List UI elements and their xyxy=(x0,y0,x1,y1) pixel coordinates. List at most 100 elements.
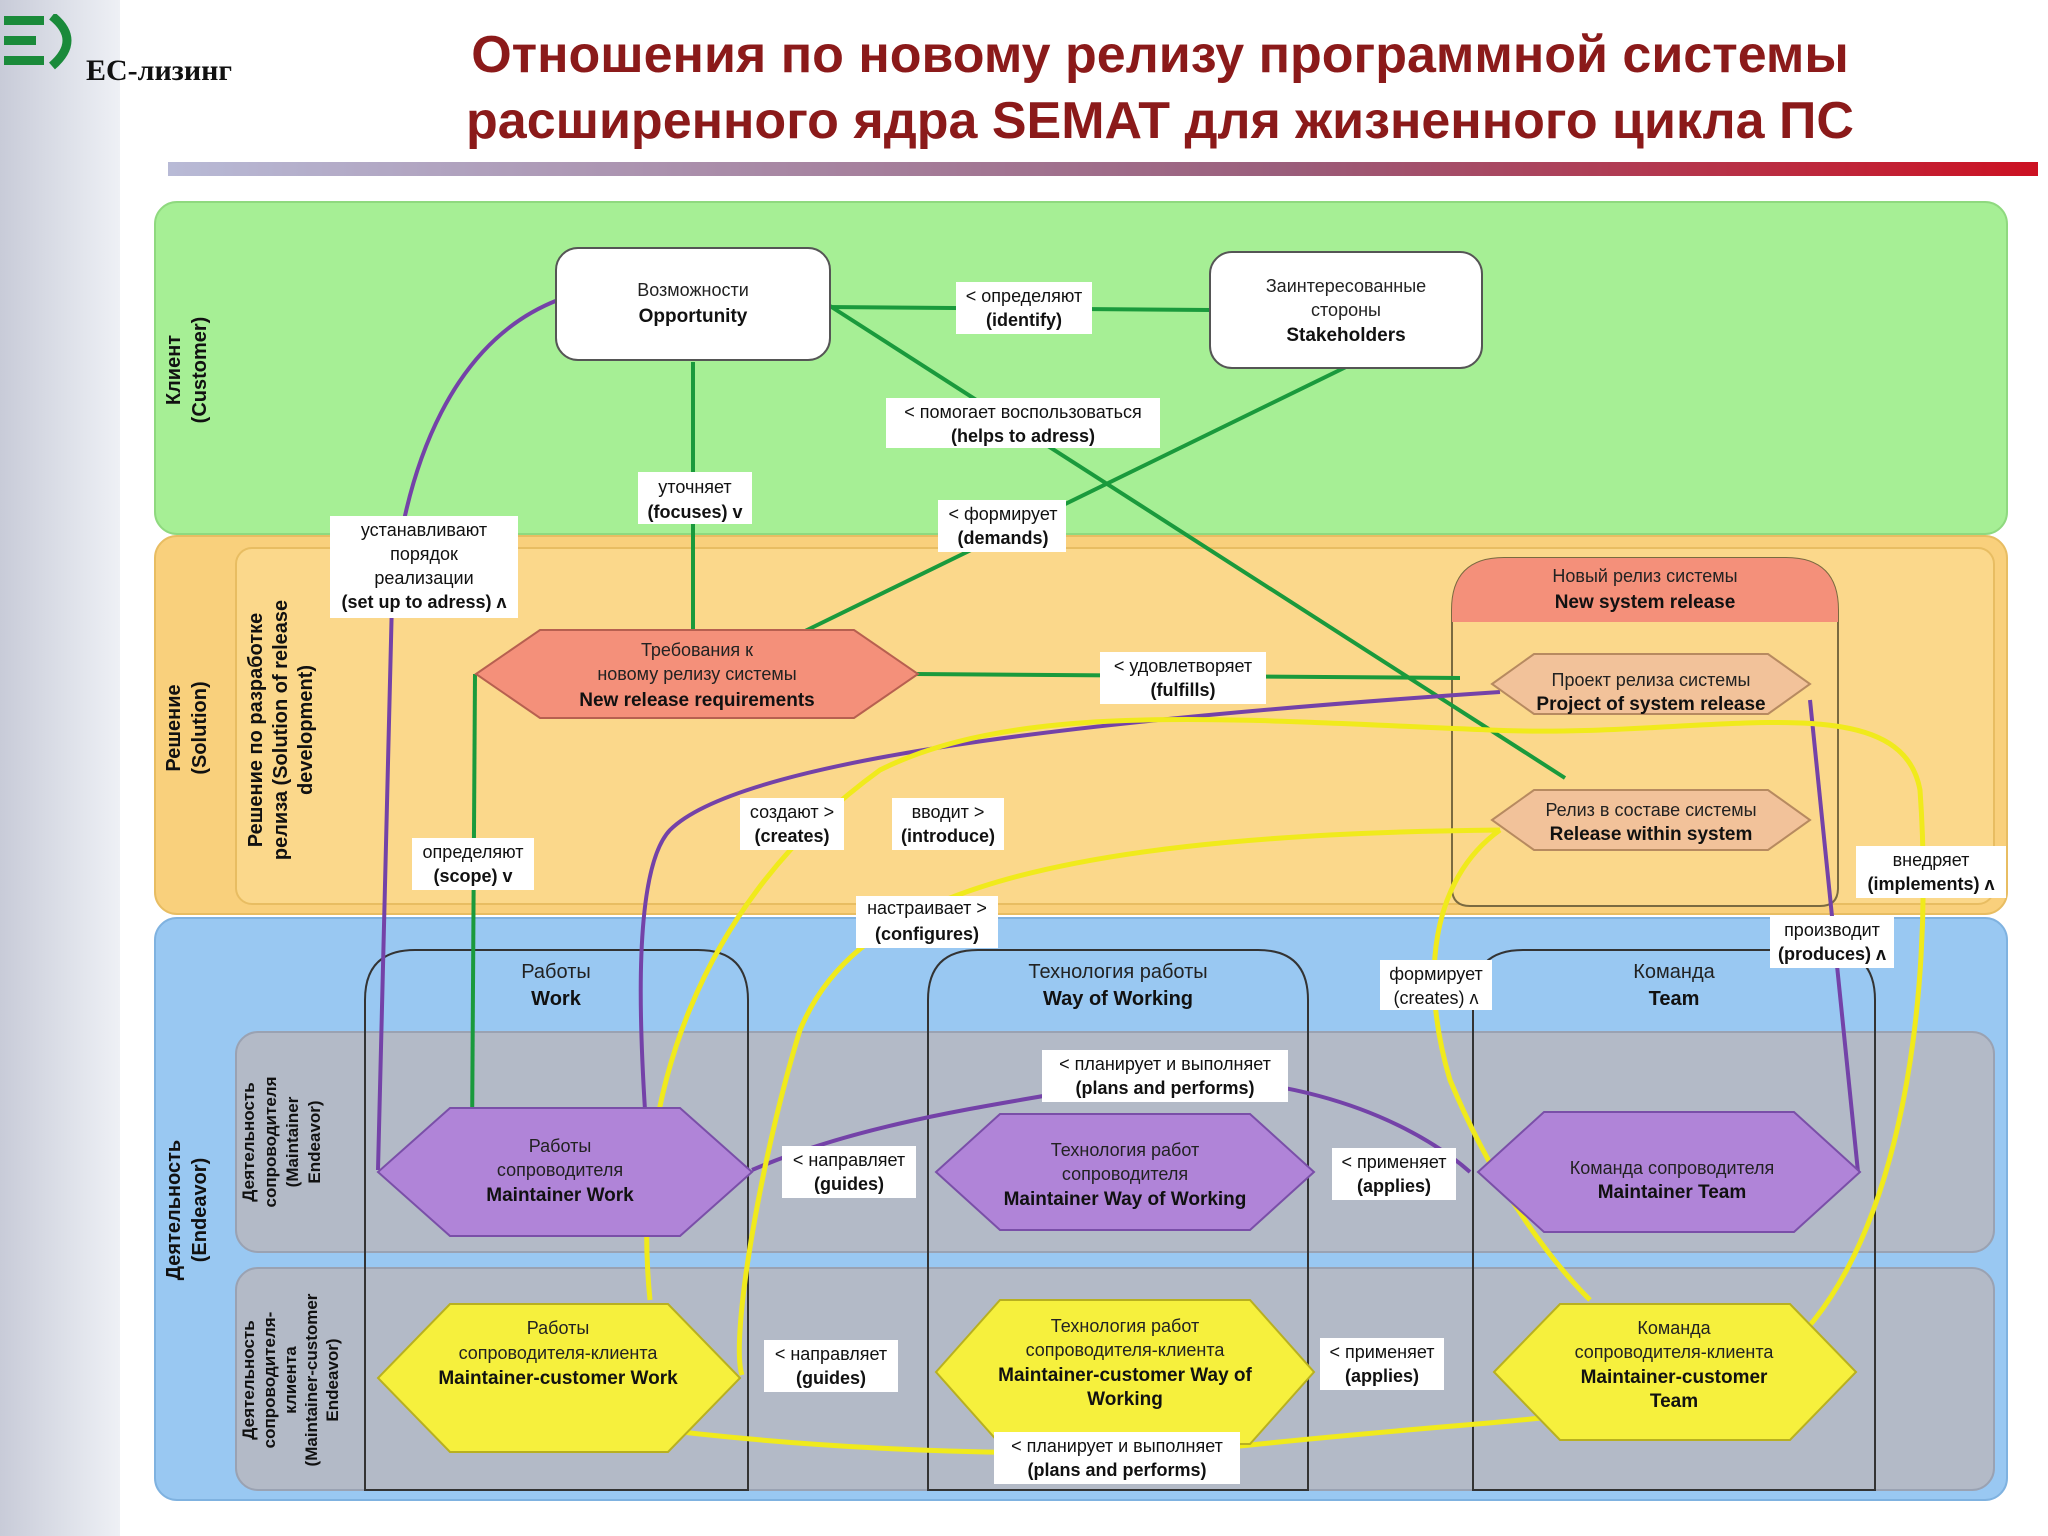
svg-text:< помогает воспользоваться: < помогает воспользоваться xyxy=(904,402,1142,422)
svg-text:(plans and performs): (plans and performs) xyxy=(1027,1460,1206,1480)
endeavor-band-ru: Деятельность xyxy=(163,1140,185,1280)
way-column-en: Way of Working xyxy=(1043,988,1193,1010)
maint-endeavor-line3: (Maintainer xyxy=(283,1096,302,1187)
maint-work-ru1: Работы xyxy=(529,1136,592,1156)
page-title: Отношения по новому релизу программной с… xyxy=(280,22,2040,154)
label-guides-1: < направляет (guides) xyxy=(782,1146,916,1198)
label-implements: внедряет (implements) ʌ xyxy=(1856,846,2006,898)
svg-text:< определяют: < определяют xyxy=(966,286,1082,306)
mc-work-node xyxy=(376,1303,742,1453)
svg-text:< направляет: < направляет xyxy=(775,1344,887,1364)
svg-text:внедряет: внедряет xyxy=(1893,850,1970,870)
mc-endeavor-line1: Деятельность xyxy=(239,1320,258,1439)
svg-text:устанавливают: устанавливают xyxy=(361,520,487,540)
maintainer-team-node xyxy=(1476,1111,1862,1233)
title-line-1: Отношения по новому релизу программной с… xyxy=(471,26,1849,84)
new-release-ru: Новый релиз системы xyxy=(1552,566,1737,586)
customer-band-ru: Клиент xyxy=(163,335,185,405)
solution-band-ru: Решение xyxy=(163,684,185,771)
maint-work-ru2: сопроводителя xyxy=(497,1160,623,1180)
requirements-ru2: новому релизу системы xyxy=(597,664,796,684)
mc-endeavor-line4: (Maintainer-customer xyxy=(302,1293,321,1466)
maint-way-ru1: Технология работ xyxy=(1051,1140,1199,1160)
maintainer-way-node xyxy=(934,1113,1316,1231)
mc-work-en: Maintainer-customer Work xyxy=(438,1368,678,1389)
release-within-node xyxy=(1490,789,1812,851)
mc-team-en2: Team xyxy=(1650,1391,1698,1412)
solution-dev-line2: релиза (Solution of release xyxy=(270,600,292,860)
mc-endeavor-line5: Endeavor) xyxy=(323,1338,342,1421)
release-within-en: Release within system xyxy=(1550,824,1753,845)
requirements-en: New release requirements xyxy=(579,690,815,711)
mc-team-ru1: Команда xyxy=(1637,1318,1711,1338)
svg-text:(implements) ʌ: (implements) ʌ xyxy=(1867,874,1994,894)
svg-text:уточняет: уточняет xyxy=(658,477,731,497)
svg-text:(fulfills): (fulfills) xyxy=(1151,680,1216,700)
mc-way-ru1: Технология работ xyxy=(1051,1316,1199,1336)
maint-work-en: Maintainer Work xyxy=(486,1185,634,1206)
label-plans-2: < планирует и выполняет (plans and perfo… xyxy=(994,1432,1240,1484)
label-identify: < определяют (identify) xyxy=(956,282,1092,334)
customer-band xyxy=(154,201,2008,535)
svg-text:< применяет: < применяет xyxy=(1341,1152,1446,1172)
requirements-node xyxy=(474,629,920,719)
svg-text:< планирует и выполняет: < планирует и выполняет xyxy=(1059,1054,1271,1074)
label-guides-2: < направляет (guides) xyxy=(764,1340,898,1392)
mc-work-ru1: Работы xyxy=(527,1318,590,1338)
opportunity-en: Opportunity xyxy=(639,306,748,327)
svg-text:настраивает >: настраивает > xyxy=(867,898,987,918)
title-divider xyxy=(168,162,2038,176)
svg-text:(produces) ʌ: (produces) ʌ xyxy=(1778,944,1886,964)
label-scope: определяют (scope) v xyxy=(412,838,534,890)
svg-text:производит: производит xyxy=(1784,920,1880,940)
new-release-en: New system release xyxy=(1555,592,1736,613)
svg-text:(configures): (configures) xyxy=(875,924,979,944)
label-team-creates: формирует (creates) ʌ xyxy=(1380,960,1492,1010)
maint-endeavor-line2: сопроводителя xyxy=(261,1076,280,1207)
mc-work-ru2: сопроводителя-клиента xyxy=(459,1343,659,1363)
maint-way-en: Maintainer Way of Working xyxy=(1004,1189,1247,1210)
svg-text:(focuses) v: (focuses) v xyxy=(647,502,742,522)
way-column xyxy=(927,949,1309,1491)
es-leasing-logo xyxy=(4,14,72,70)
label-plans-1: < планирует и выполняет (plans and perfo… xyxy=(1042,1050,1288,1102)
stakeholders-node xyxy=(1209,251,1483,369)
title-line-2: расширенного ядра SEMAT для жизненного ц… xyxy=(466,92,1854,150)
mc-team-node xyxy=(1492,1303,1858,1441)
work-column-ru: Работы xyxy=(521,961,590,983)
solution-dev-line1: Решение по разработке xyxy=(245,613,267,848)
svg-text:(set up to adress) ʌ: (set up to adress) ʌ xyxy=(341,592,506,612)
mc-way-ru2: сопроводителя-клиента xyxy=(1026,1340,1226,1360)
maint-endeavor-line4: Endeavor) xyxy=(305,1100,324,1183)
label-applies-1: < применяет (applies) xyxy=(1332,1148,1456,1200)
svg-text:создают >: создают > xyxy=(750,802,834,822)
svg-text:(guides): (guides) xyxy=(796,1368,866,1388)
mc-endeavor-line2: сопроводителя- xyxy=(260,1312,279,1449)
customer-band-en: (Customer) xyxy=(189,317,211,424)
team-column-ru: Команда xyxy=(1633,961,1715,983)
stakeholders-ru2: стороны xyxy=(1311,300,1381,320)
work-column-en: Work xyxy=(531,988,582,1010)
svg-text:реализации: реализации xyxy=(374,568,473,588)
svg-text:формирует: формирует xyxy=(1389,964,1483,984)
way-column-ru: Технология работы xyxy=(1028,961,1207,983)
svg-text:< удовлетворяет: < удовлетворяет xyxy=(1114,656,1252,676)
left-sidebar-strip xyxy=(0,0,120,1536)
requirements-ru1: Требования к xyxy=(641,640,753,660)
svg-text:< направляет: < направляет xyxy=(793,1150,905,1170)
maintainer-work-node xyxy=(376,1107,754,1237)
opportunity-ru: Возможности xyxy=(637,280,749,300)
release-within-ru: Релиз в составе системы xyxy=(1545,800,1756,820)
new-release-header xyxy=(1452,558,1838,622)
project-release-ru: Проект релиза системы xyxy=(1552,670,1751,690)
stakeholders-en: Stakeholders xyxy=(1286,325,1405,346)
label-setup: устанавливают порядок реализации (set up… xyxy=(330,516,518,618)
svg-text:(plans and performs): (plans and performs) xyxy=(1075,1078,1254,1098)
svg-text:(identify): (identify) xyxy=(986,310,1062,330)
mc-way-en1: Maintainer-customer Way of xyxy=(998,1365,1252,1386)
svg-text:< применяет: < применяет xyxy=(1329,1342,1434,1362)
stakeholders-ru1: Заинтересованные xyxy=(1266,276,1426,296)
endeavor-band-en: (Endeavor) xyxy=(189,1158,211,1262)
mc-endeavor-line3: клиента xyxy=(281,1346,300,1414)
